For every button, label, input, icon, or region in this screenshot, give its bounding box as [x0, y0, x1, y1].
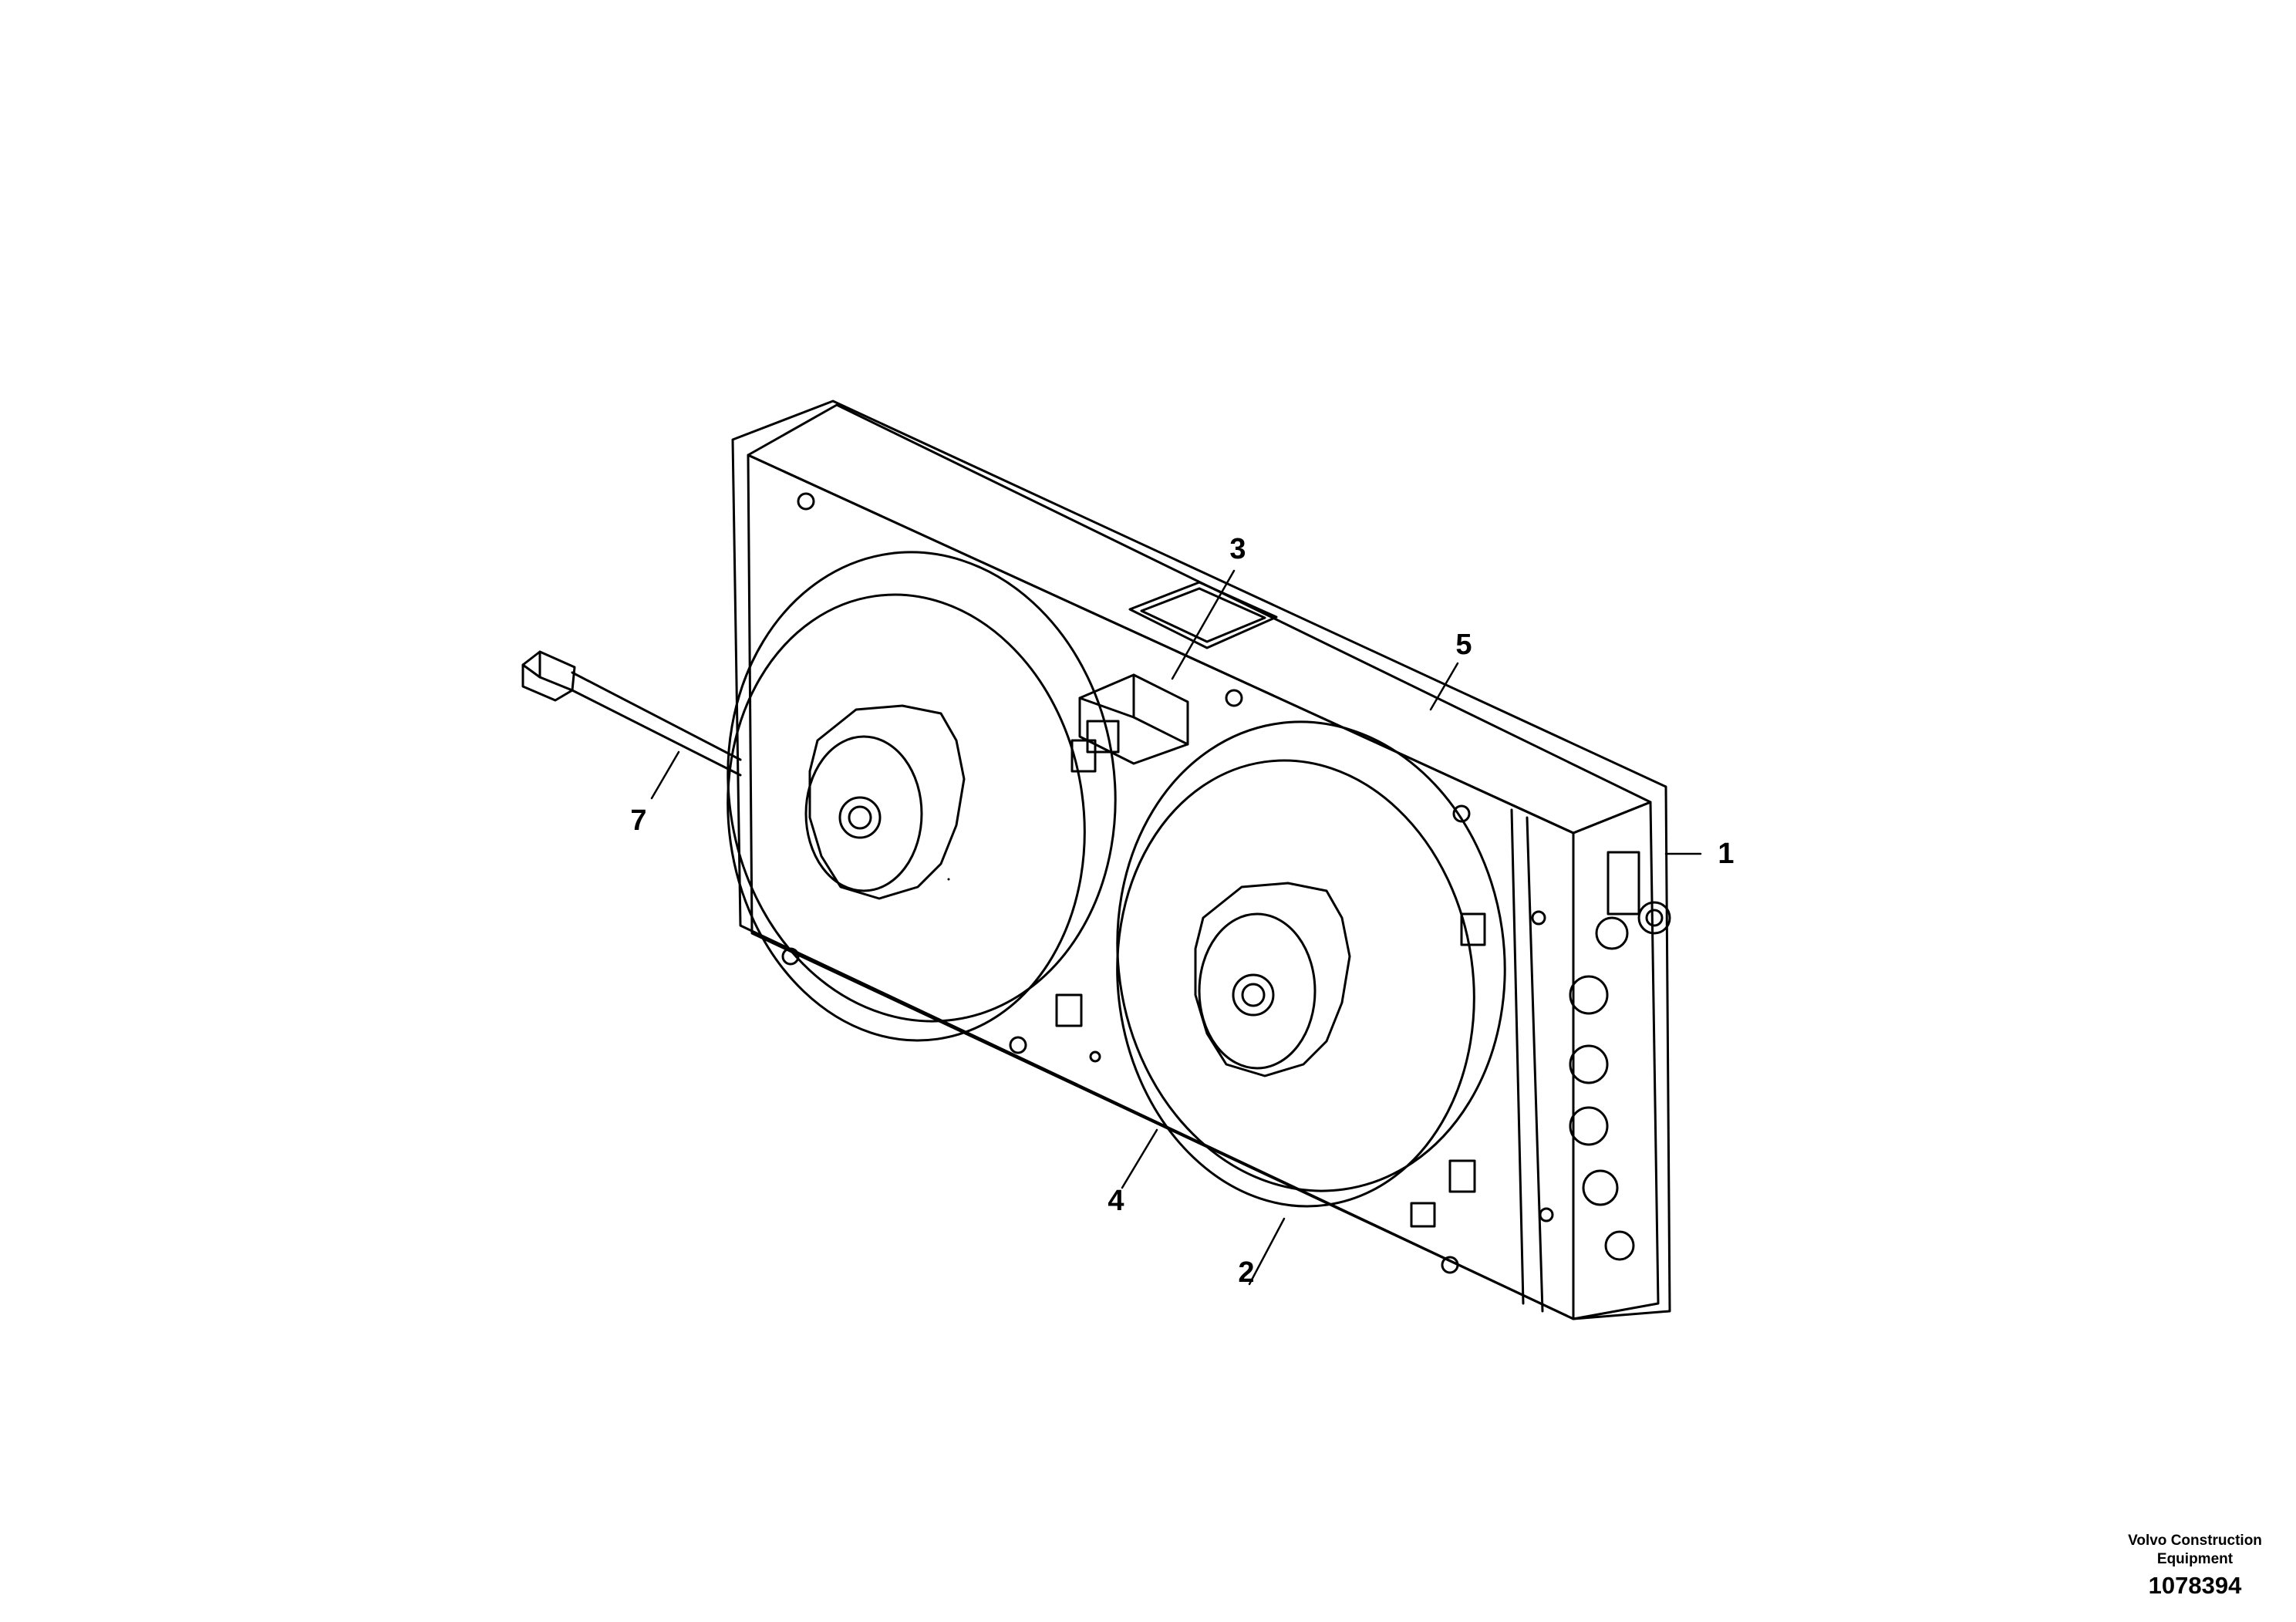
condenser-housing	[731, 400, 1671, 1320]
fan-right	[1116, 720, 1506, 1228]
organization-name: Volvo Construction Equipment	[2128, 1533, 2262, 1567]
callout-3: 3	[1229, 533, 1246, 565]
leader-line-4	[1121, 1128, 1158, 1189]
callout-4: 4	[1108, 1185, 1124, 1217]
wiring-harness	[521, 650, 742, 777]
leader-line-2	[1248, 1217, 1286, 1286]
leader-line-5	[1429, 662, 1459, 711]
drawing-number: 1078394	[2148, 1572, 2242, 1599]
leader-line-3	[1171, 569, 1236, 680]
callout-2: 2	[1238, 1256, 1255, 1289]
leader-lines	[650, 569, 1702, 1286]
callout-7: 7	[630, 804, 647, 837]
callout-1: 1	[1718, 838, 1735, 870]
relay	[1078, 673, 1189, 765]
fan-left	[727, 551, 1117, 1042]
callout-5: 5	[1455, 629, 1472, 661]
leader-line-7	[650, 750, 680, 800]
pipe-fitting	[1569, 851, 1671, 1261]
